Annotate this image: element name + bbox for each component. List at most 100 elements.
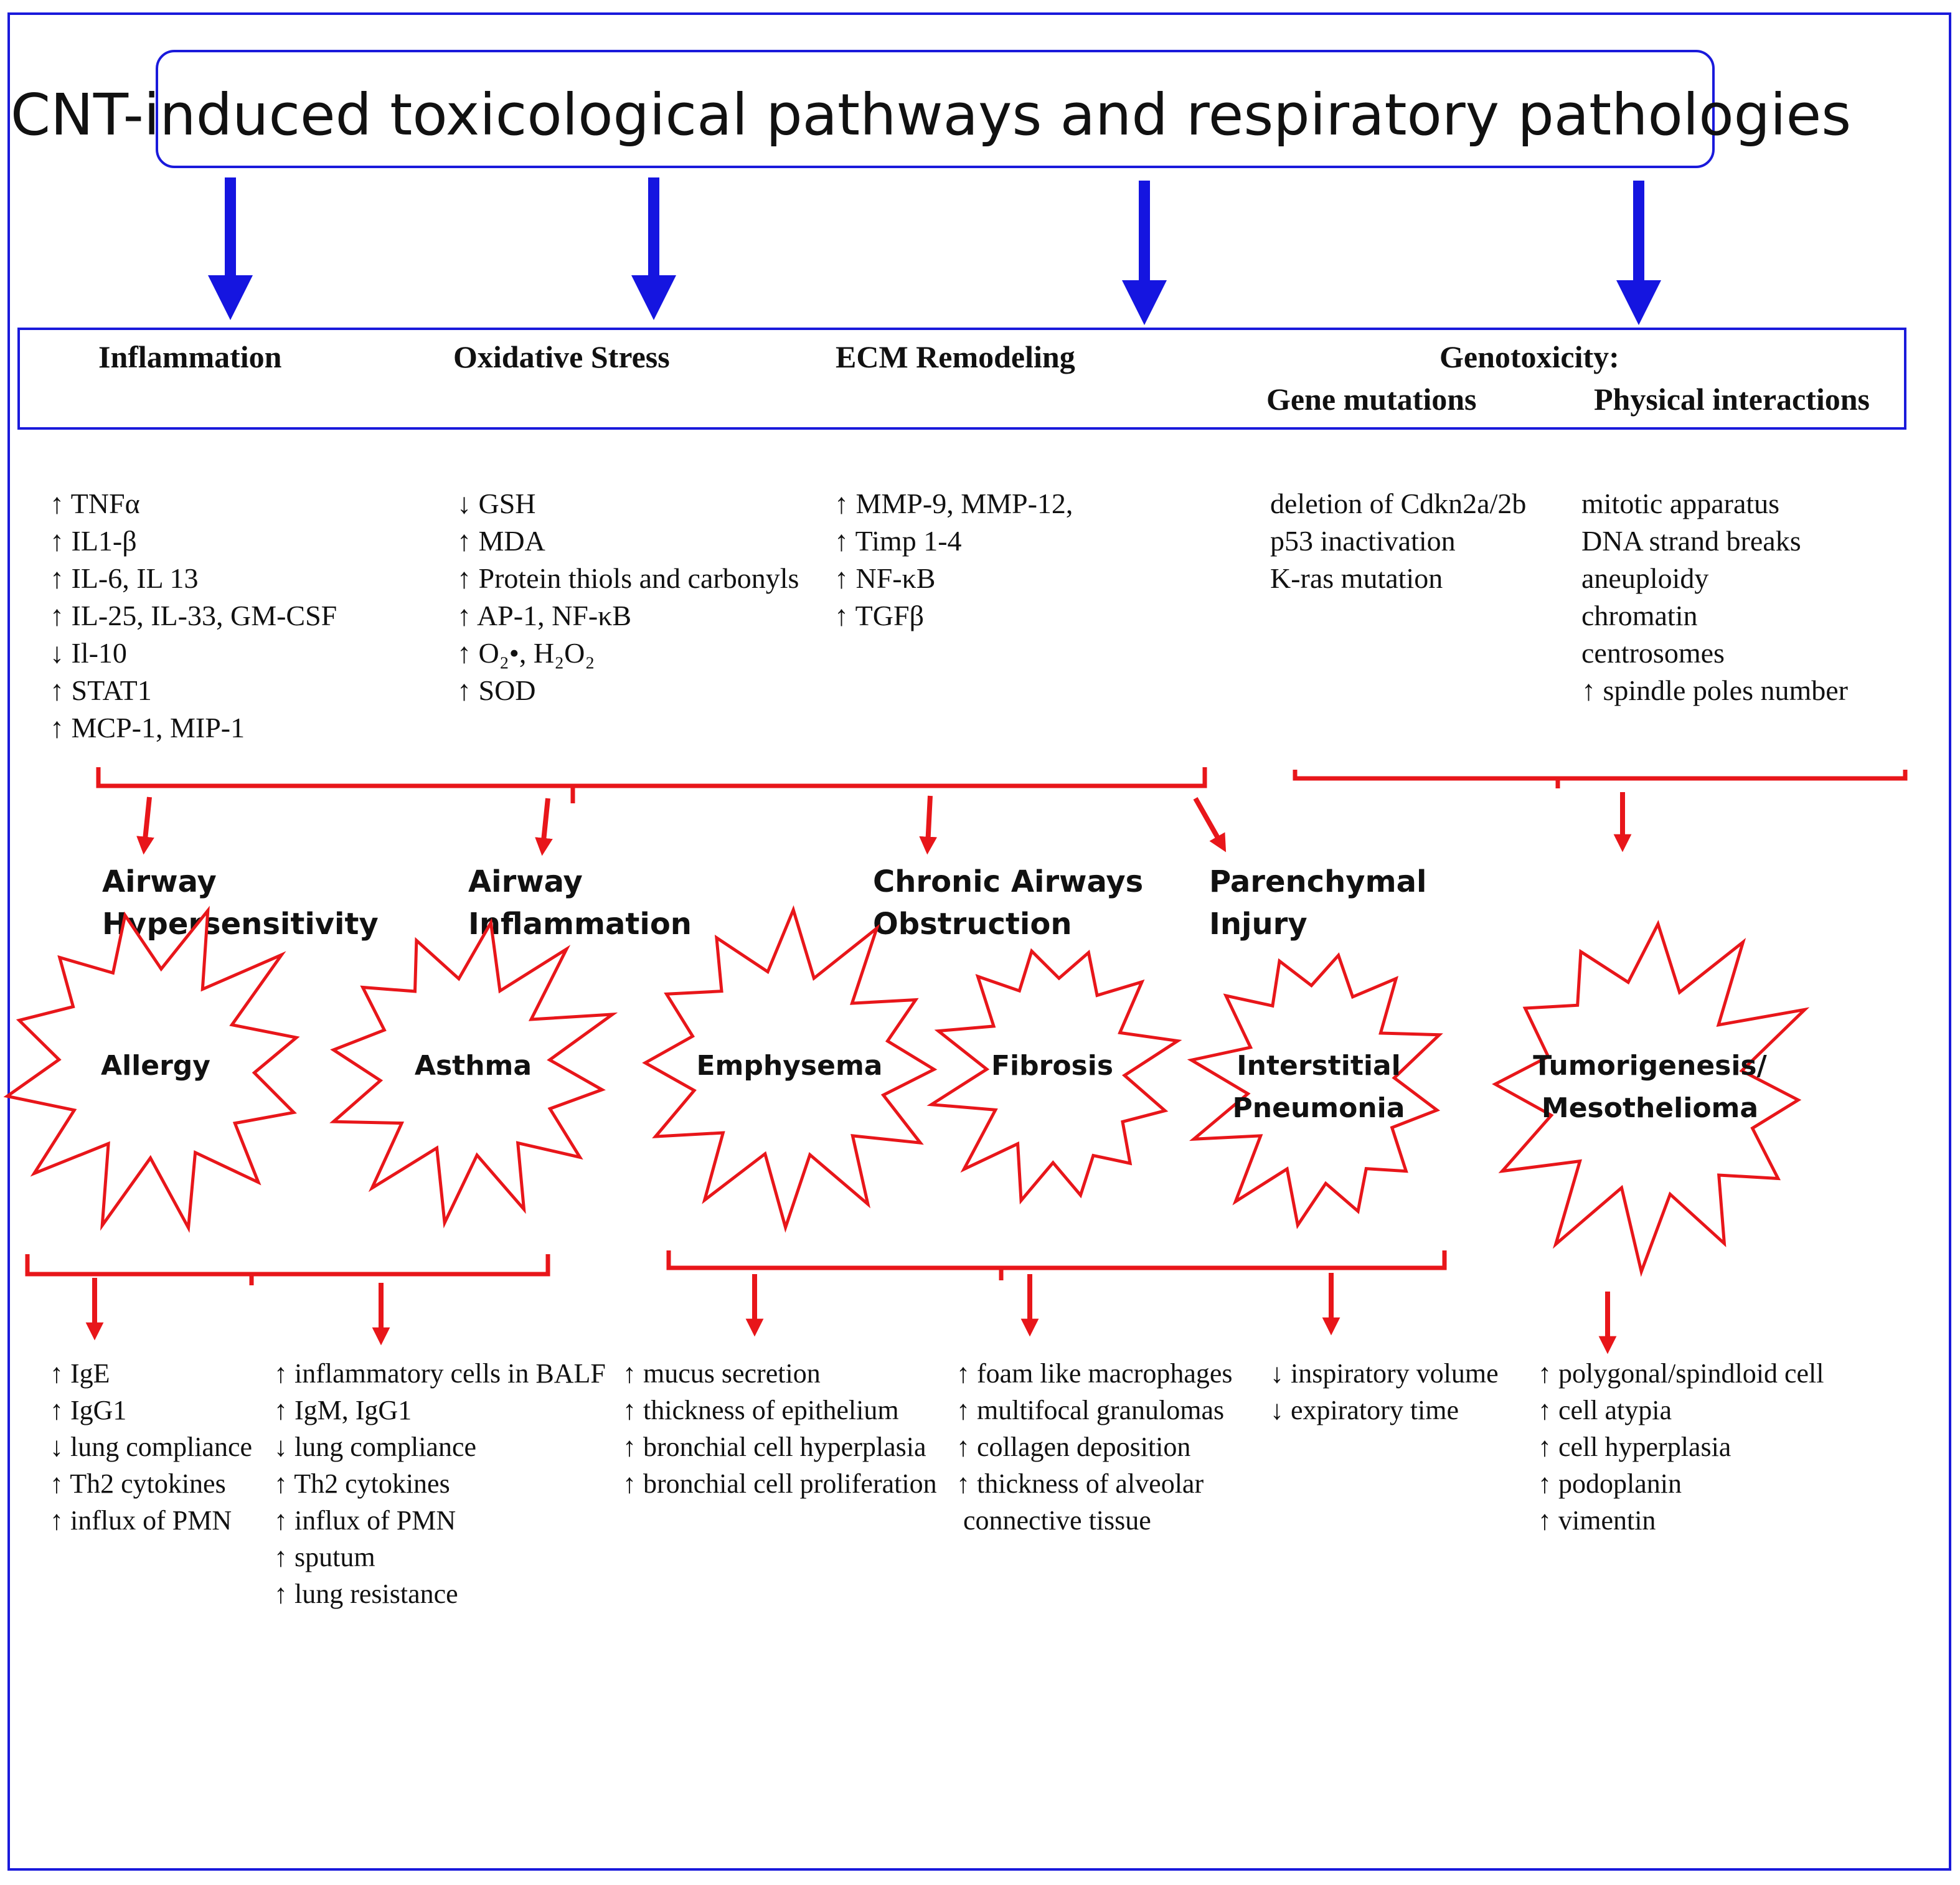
text-line: ↑ multifocal granulomas bbox=[956, 1395, 1224, 1425]
bracket-upper-right bbox=[1293, 770, 1908, 788]
starburst-asthma bbox=[329, 918, 618, 1229]
header-genotoxicity: Genotoxicity: bbox=[1439, 339, 1619, 374]
text-line: ↑ IL1-β bbox=[50, 525, 137, 557]
outcomes-emphysema: ↑ mucus secretion ↑ thickness of epitheli… bbox=[623, 1358, 937, 1499]
text-line: ↓ Il-10 bbox=[50, 637, 127, 669]
header-ecm-remodeling: ECM Remodeling bbox=[836, 339, 1075, 374]
text-line: ↑ sputum bbox=[274, 1542, 375, 1572]
text-line: ↑ polygonal/spindloid cell bbox=[1538, 1358, 1824, 1389]
text-line: ↑ bronchial cell proliferation bbox=[623, 1468, 937, 1499]
text-line: ↑ podoplanin bbox=[1538, 1468, 1682, 1499]
text-line: ↑ collagen deposition bbox=[956, 1432, 1190, 1462]
text-line: ↑ MMP-9, MMP-12, bbox=[834, 488, 1073, 519]
outer-frame bbox=[7, 12, 1951, 1871]
text-line: ↑ bronchial cell hyperplasia bbox=[623, 1432, 926, 1462]
text-line: ↑ IgM, IgG1 bbox=[274, 1395, 412, 1425]
diagram-title: CNT-induced toxicological pathways and r… bbox=[11, 82, 1851, 148]
header-physical-interactions: Physical interactions bbox=[1594, 382, 1870, 417]
pathology-fibrosis: Fibrosis bbox=[991, 1050, 1113, 1082]
text-line: ↑ Th2 cytokines bbox=[274, 1468, 450, 1499]
text-line: ↑ TGFβ bbox=[834, 600, 924, 631]
pathology-emphysema: Emphysema bbox=[697, 1050, 883, 1082]
markers-oxidative: ↓ GSH ↑ MDA ↑ Protein thiols and carbonyls… bbox=[457, 488, 799, 706]
pathology-asthma: Asthma bbox=[415, 1050, 532, 1082]
text-line: ↓ GSH bbox=[457, 488, 536, 519]
text-line: ↑ Protein thiols and carbonyls bbox=[457, 562, 799, 594]
text-line: ↓ lung compliance bbox=[274, 1432, 476, 1462]
starburst-fibrosis bbox=[926, 948, 1182, 1205]
text-line: Emphysema bbox=[697, 1050, 883, 1082]
text-line: aneuploidy bbox=[1581, 562, 1708, 594]
title-box bbox=[156, 50, 1715, 168]
bracket-lower-left bbox=[25, 1254, 550, 1285]
arrow-to-chronic-obstruction bbox=[919, 795, 938, 855]
text-line: ↑ SOD bbox=[457, 674, 536, 706]
bracket-upper-left bbox=[96, 767, 1207, 803]
outcomes-allergy: ↑ IgE↑ IgG1↓ lung compliance↑ Th2 cytoki… bbox=[50, 1358, 252, 1536]
text-line: Hypersensitivity bbox=[102, 907, 379, 942]
text-line: ↑ IL-25, IL-33, GM-CSF bbox=[50, 600, 337, 631]
text-line: Interstitial bbox=[1237, 1050, 1400, 1082]
text-line: mitotic apparatus bbox=[1581, 488, 1779, 519]
text-line: Airway bbox=[468, 864, 583, 899]
text-line: ↑ thickness of epithelium bbox=[623, 1395, 899, 1425]
text-line: ↑ thickness of alveolar bbox=[956, 1468, 1204, 1499]
text-line: ↓ lung compliance bbox=[50, 1432, 252, 1462]
text-line: Airway bbox=[102, 864, 217, 899]
text-line: ↑ spindle poles number bbox=[1581, 674, 1848, 706]
text-line: DNA strand breaks bbox=[1581, 525, 1801, 557]
starburst-emphysema bbox=[642, 905, 938, 1233]
outcomes-tumor: ↑ polygonal/spindloid cell ↑ cell atypia ↑… bbox=[1538, 1358, 1824, 1536]
text-line: centrosomes bbox=[1581, 637, 1725, 669]
text-line: ↑ MCP-1, MIP-1 bbox=[50, 712, 245, 744]
text-line: ↑ NF-κB bbox=[834, 562, 935, 594]
text-line: ↑ lung resistance bbox=[274, 1579, 458, 1609]
pathology-tumorigenesis-mesothelioma: Tumorigenesis/Mesothelioma bbox=[1533, 1050, 1767, 1124]
text-line: Pneumonia bbox=[1233, 1092, 1405, 1124]
outcomes-fibrosis: ↑ foam like macrophages ↑ multifocal gran… bbox=[956, 1358, 1233, 1536]
starburst-interstitial-pneumonia bbox=[1187, 952, 1443, 1229]
text-line: ↑ MDA bbox=[457, 525, 545, 557]
text-line: ↑ TNFα bbox=[50, 488, 140, 519]
arrow-to-airway-inflammation bbox=[535, 798, 553, 856]
pathology-allergy: Allergy bbox=[101, 1050, 210, 1082]
text-line: ↑ vimentin bbox=[1538, 1505, 1656, 1536]
text-line: ↓ expiratory time bbox=[1270, 1395, 1459, 1425]
header-gene-mutations: Gene mutations bbox=[1266, 382, 1477, 417]
starburst-tumorigenesis bbox=[1492, 920, 1810, 1277]
text-line: Obstruction bbox=[873, 907, 1072, 942]
bracket-lower-middle bbox=[666, 1250, 1447, 1280]
text-line: Chronic Airways bbox=[873, 864, 1143, 899]
markers-inflammation: ↑ TNFα↑ IL1-β↑ IL-6, IL 13↑ IL-25, IL-33… bbox=[50, 488, 337, 744]
text-line: ↑ IgE bbox=[50, 1358, 110, 1389]
outcomes-asthma: ↑ inflammatory cells in BALF↑ IgM, IgG1↓… bbox=[274, 1358, 606, 1609]
text-line: Mesothelioma bbox=[1542, 1092, 1758, 1124]
text-line: Asthma bbox=[415, 1050, 532, 1082]
text-line: ↑ IgG1 bbox=[50, 1395, 126, 1425]
text-line: ↑ mucus secretion bbox=[623, 1358, 821, 1389]
text-line: Fibrosis bbox=[991, 1050, 1113, 1082]
text-line: Parenchymal bbox=[1209, 864, 1426, 899]
text-line: ↑ STAT1 bbox=[50, 674, 152, 706]
text-line: ↑ foam like macrophages bbox=[956, 1358, 1233, 1389]
text-line: K-ras mutation bbox=[1270, 562, 1443, 594]
text-line: p53 inactivation bbox=[1270, 525, 1456, 557]
text-line: connective tissue bbox=[956, 1505, 1151, 1536]
text-line: deletion of Cdkn2a/2b bbox=[1270, 488, 1526, 519]
header-inflammation: Inflammation bbox=[98, 339, 282, 374]
pathway-box bbox=[17, 328, 1906, 430]
text-line: ↑ Timp 1-4 bbox=[834, 525, 962, 557]
markers-ecm: ↑ MMP-9, MMP-12, ↑ Timp 1-4 ↑ NF-κB ↑ TGFβ bbox=[834, 488, 1073, 631]
header-oxidative-stress: Oxidative Stress bbox=[453, 339, 670, 374]
text-line: Allergy bbox=[101, 1050, 210, 1082]
text-line: ↑ cell atypia bbox=[1538, 1395, 1672, 1425]
